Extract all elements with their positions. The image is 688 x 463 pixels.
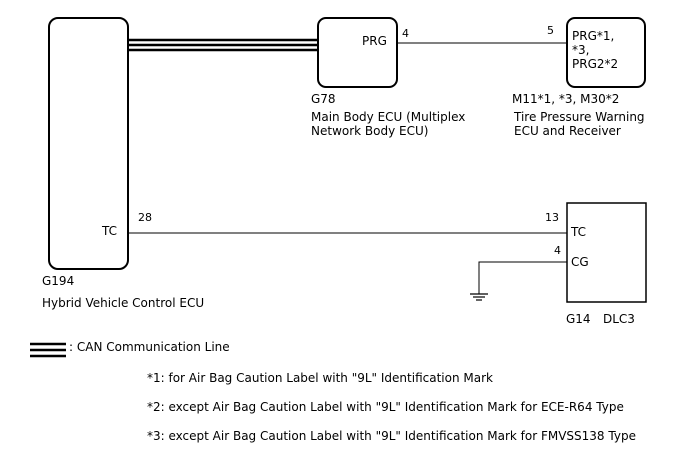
tpms-ecu-pin: 5 (547, 24, 554, 37)
dlc3-name: DLC3 (603, 312, 635, 326)
main-body-ecu-name-line2: Network Body ECU) (311, 124, 429, 138)
dlc3-terminal-cg: CG (571, 255, 589, 269)
hv-ecu-terminal-tc: TC (102, 224, 118, 238)
tpms-ecu-terminal-line3: PRG2*2 (572, 57, 619, 71)
tpms-ecu-terminal-line2: *3, (572, 43, 590, 57)
ground-icon (470, 293, 488, 301)
tpms-ecu-code: M11*1, *3, M30*2 (512, 92, 620, 106)
hv-ecu-name: Hybrid Vehicle Control ECU (42, 296, 205, 310)
dlc3-pin-cg: 4 (554, 244, 561, 257)
note-3: *3: except Air Bag Caution Label with "9… (147, 429, 636, 443)
tpms-ecu-terminal-line1: PRG*1, (572, 29, 615, 43)
can-bus-line (128, 38, 318, 52)
note-1: *1: for Air Bag Caution Label with "9L" … (147, 371, 493, 385)
can-legend-symbol (30, 342, 66, 358)
main-body-ecu-terminal-prg: PRG (362, 34, 387, 48)
dlc3-terminal-tc: TC (571, 225, 587, 239)
main-body-ecu-pin: 4 (402, 27, 409, 40)
main-body-ecu-box (317, 17, 398, 88)
tpms-ecu-name-line1: Tire Pressure Warning (514, 110, 645, 124)
note-2: *2: except Air Bag Caution Label with "9… (147, 400, 624, 414)
can-legend-label: : CAN Communication Line (69, 340, 230, 354)
dlc3-box (566, 202, 647, 303)
cg-ground-wire (478, 261, 567, 294)
main-body-ecu-code: G78 (311, 92, 336, 106)
dlc3-pin-tc: 13 (545, 211, 559, 224)
dlc3-code: G14 (566, 312, 591, 326)
tpms-ecu-box (566, 17, 646, 88)
hv-ecu-pin: 28 (138, 211, 152, 224)
tpms-ecu-name-line2: ECU and Receiver (514, 124, 621, 138)
hv-ecu-code: G194 (42, 274, 75, 288)
hv-ecu-box (48, 17, 129, 270)
main-body-ecu-name-line1: Main Body ECU (Multiplex (311, 110, 466, 124)
